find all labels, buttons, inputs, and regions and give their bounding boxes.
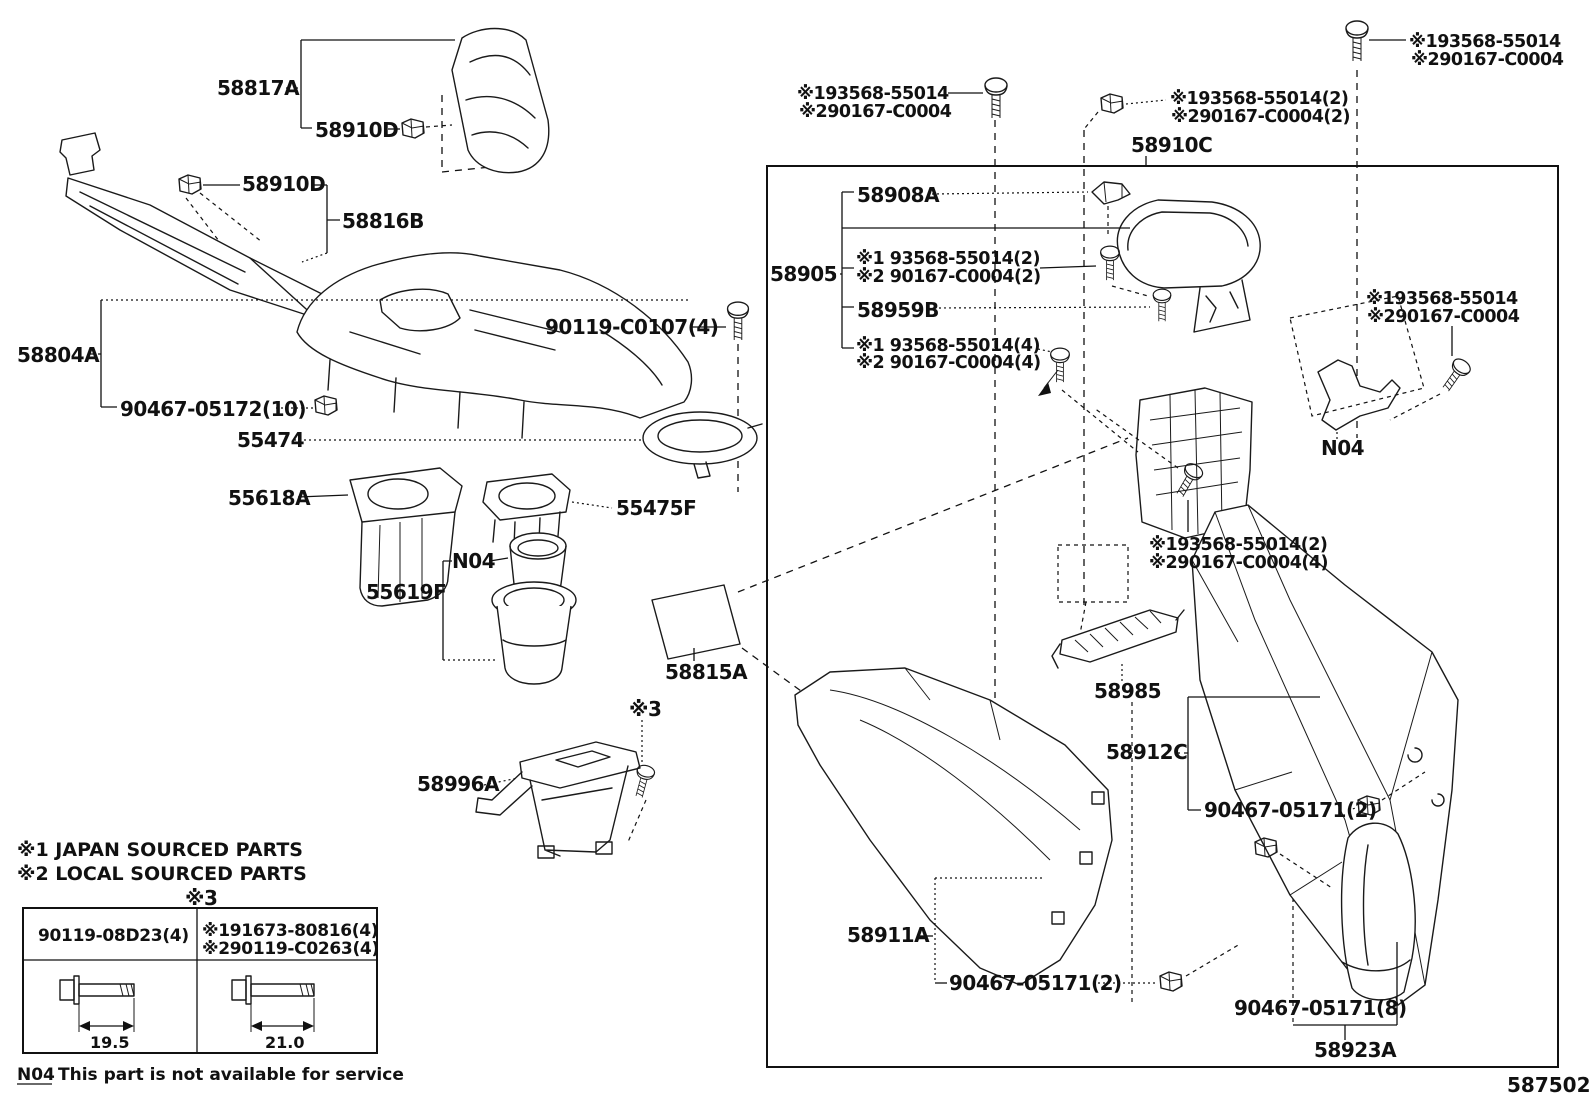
leader-lines [90,39,1453,1040]
part-label-55475f[interactable]: 55475F [616,496,697,520]
part-58912-panel-drawing [1191,504,1459,1006]
table-cell-part-2-line1: ※191673-80816(4) [202,921,378,941]
part-label-58959b[interactable]: 58959B [857,298,939,322]
assembly-group-box [766,165,1559,1068]
part-label-58996a[interactable]: 58996A [417,772,501,796]
part-58815-drawing [651,584,741,660]
fastener-label[interactable]: ※193568-55014(2) [1149,535,1328,555]
fastener-label[interactable]: ※290167-C0004(4) [1149,553,1329,573]
fastener-label[interactable]: ※290167-C0004(2) [1171,107,1351,127]
part-58908-clip-drawing [1091,181,1131,238]
screw-icon [1345,20,1369,62]
fastener-label[interactable]: ※193568-55014 [797,84,950,104]
part-58816-drawing [59,132,331,319]
part-label-90467-05171-8[interactable]: 90467-05171(8) [1234,996,1407,1020]
part-58996-drawing [475,741,641,859]
part-58923-drawing [1340,822,1416,1001]
fastener-label[interactable]: ※290167-C0004 [1411,50,1564,70]
part-58985-drawing [1051,609,1185,669]
part-label-58817a[interactable]: 58817A [217,76,301,100]
part-label-90467-05171-2a[interactable]: 90467-05171(2) [1204,798,1377,822]
part-label-55618a[interactable]: 55618A [228,486,312,510]
part-label-55619f[interactable]: 55619F [366,580,447,604]
ref-mark-3[interactable]: ※3 [629,697,662,721]
part-label-58910d-top[interactable]: 58910D [315,118,399,142]
screw-icon [1437,355,1474,396]
clip-icon [178,174,202,195]
table-ref-mark: ※3 [185,886,217,910]
part-label-90467-05172[interactable]: 90467-05172(10) [120,397,307,421]
part-58905-lid-drawing [1038,199,1261,396]
part-label-58804a[interactable]: 58804A [17,343,101,367]
part-label-n04-bracket[interactable]: N04 [1321,436,1365,460]
fastener-label[interactable]: ※193568-55014 [1409,32,1562,52]
part-label-58923a[interactable]: 58923A [1314,1038,1398,1062]
part-label-58905[interactable]: 58905 [770,262,838,286]
screw-icon [1050,347,1070,383]
bolt-drawing-21-0: 21.0 [231,975,315,1052]
drawing-number: 587502 [1507,1073,1591,1097]
fastener-label[interactable]: ※193568-55014(2) [1170,89,1349,109]
part-58804-drawing [296,252,693,439]
bolt-drawing-19-5: 19.5 [59,975,135,1052]
clip-icon [1159,971,1183,992]
part-label-55474[interactable]: 55474 [237,428,305,452]
part-label-58985[interactable]: 58985 [1094,679,1162,703]
clip-icon [314,395,338,416]
screw-icon [726,301,750,341]
screw-icon [1152,288,1172,322]
part-label-90119-c0107[interactable]: 90119-C0107(4) [545,315,719,339]
legend: ※1 JAPAN SOURCED PARTS ※2 LOCAL SOURCED … [17,839,404,1085]
part-58817-drawing [451,27,550,174]
screw-icon [984,77,1008,119]
part-label-58912c[interactable]: 58912C [1106,740,1188,764]
part-bracket-n04-drawing [1289,295,1425,431]
part-label-58815a[interactable]: 58815A [665,660,749,684]
callout-labels: 58817A 58910D 58910D 58816B 58804A 90119… [17,32,1564,1062]
part-label-58911a[interactable]: 58911A [847,923,931,947]
part-55618-drawing [349,467,463,607]
fastener-table: 90119-08D23(4) ※191673-80816(4) ※290119-… [22,907,379,1054]
bolt-dim-2: 21.0 [265,1033,304,1052]
part-label-58908a[interactable]: 58908A [857,183,941,207]
bolt-dim-1: 19.5 [90,1033,129,1052]
part-label-90467-05171-2b[interactable]: 90467-05171(2) [949,971,1122,995]
fastener-label[interactable]: ※193568-55014 [1366,289,1519,309]
fastener-label[interactable]: ※2 90167-C0004(4) [856,353,1041,373]
fastener-label[interactable]: ※290167-C0004 [1367,307,1520,327]
legend-note-1: ※1 JAPAN SOURCED PARTS [17,839,303,861]
part-55474-drawing [642,411,763,479]
table-cell-part-1: 90119-08D23(4) [38,926,189,946]
table-cell-part-2-line2: ※290119-C0263(4) [202,939,379,959]
clip-icon [401,118,425,139]
fastener-label[interactable]: ※1 93568-55014(4) [856,336,1040,356]
part-label-58910d-left[interactable]: 58910D [242,172,326,196]
fastener-label[interactable]: ※1 93568-55014(2) [856,249,1040,269]
clip-icon [1100,93,1124,114]
fastener-label[interactable]: ※2 90167-C0004(2) [856,267,1041,287]
screw-icon [1100,245,1120,281]
part-58911-panel-drawing [794,667,1113,986]
na-note-text: This part is not available for service [58,1065,404,1085]
fastener-label[interactable]: ※290167-C0004 [799,102,952,122]
part-55619-drawing [491,581,577,685]
part-label-58816b[interactable]: 58816B [342,209,424,233]
part-label-58910c[interactable]: 58910C [1131,133,1213,157]
na-note-code: N04 [17,1065,55,1085]
legend-note-2: ※2 LOCAL SOURCED PARTS [17,863,307,885]
part-55475-drawing [482,473,571,547]
part-label-n04-cup[interactable]: N04 [452,549,496,573]
